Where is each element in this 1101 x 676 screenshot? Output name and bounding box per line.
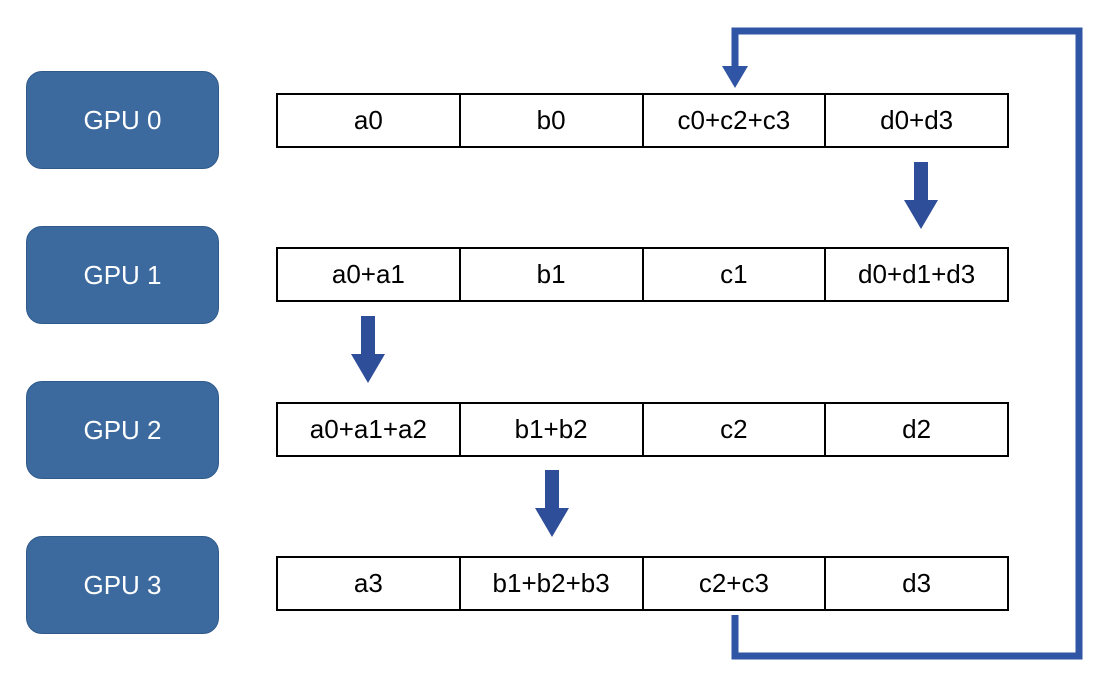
gpu-3-cell-c: c2+c3 [641,558,825,609]
gpu-0-box: GPU 0 [26,71,219,169]
gpu-2-cell-a: a0+a1+a2 [309,414,427,444]
gpu-0-cell-a: a0 [353,105,383,135]
gpu-2-buffer-row: a0+a1+a2 b1+b2 c2 d2 [276,402,1009,457]
gpu-1-cell-a: a0+a1 [331,259,405,289]
gpu-1-cell-b: b1 [458,249,642,300]
gpu-0-cell-b: b0 [458,95,642,146]
gpu-0-buffer-row: a0 b0 c0+c2+c3 d0+d3 [276,93,1009,148]
gpu-1-box: GPU 1 [26,226,219,324]
gpu-3-label: GPU 3 [83,569,162,600]
transfer-arrow-d-0-to-1-icon [904,162,938,229]
gpu-2-cell-b: b1+b2 [458,404,642,455]
transfer-arrow-b-2-to-3-icon [535,470,569,537]
gpu-1-cell-c: c1 [641,249,825,300]
gpu-3-box: GPU 3 [26,536,219,634]
gpu-0-label: GPU 0 [83,104,162,135]
wraparound-arrowhead-icon [722,66,748,88]
gpu-2-cell-d: d2 [824,404,1007,455]
transfer-arrow-a-1-to-2-icon [351,316,385,383]
gpu-2-box: GPU 2 [26,381,219,479]
gpu-3-cell-b: b1+b2+b3 [458,558,642,609]
gpu-2-label: GPU 2 [83,414,162,445]
gpu-3-cell-d: d3 [824,558,1007,609]
gpu-0-cell-d: d0+d3 [824,95,1007,146]
gpu-1-label: GPU 1 [83,259,162,290]
gpu-1-buffer-row: a0+a1 b1 c1 d0+d1+d3 [276,247,1009,302]
gpu-3-cell-a: a3 [353,568,383,598]
gpu-2-cell-c: c2 [641,404,825,455]
gpu-3-buffer-row: a3 b1+b2+b3 c2+c3 d3 [276,556,1009,611]
wraparound-connector-line [731,27,1083,660]
gpu-1-cell-d: d0+d1+d3 [824,249,1007,300]
gpu-0-cell-c: c0+c2+c3 [641,95,825,146]
